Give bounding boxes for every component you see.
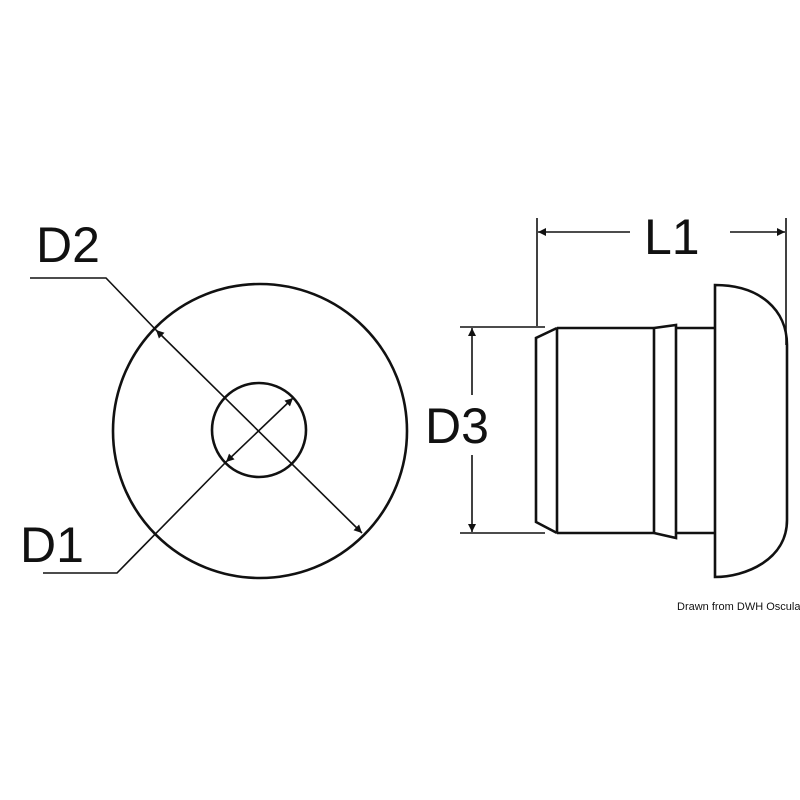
outer-circle [111,282,409,580]
front-view: D2 D1 [20,217,409,580]
ring [652,323,678,540]
side-view: L1 D3 [425,209,789,579]
d1-leader [43,461,227,574]
plug-head [713,283,789,579]
d1-dimension-line [225,397,294,463]
plug-body-chamfer [534,326,558,535]
label-d2: D2 [36,217,100,273]
caption: Drawn from DWH Osculati Srl [677,601,800,613]
label-d1: D1 [20,517,84,573]
label-l1: L1 [644,209,700,265]
label-d3: D3 [425,398,489,454]
d2-leader [30,277,157,331]
